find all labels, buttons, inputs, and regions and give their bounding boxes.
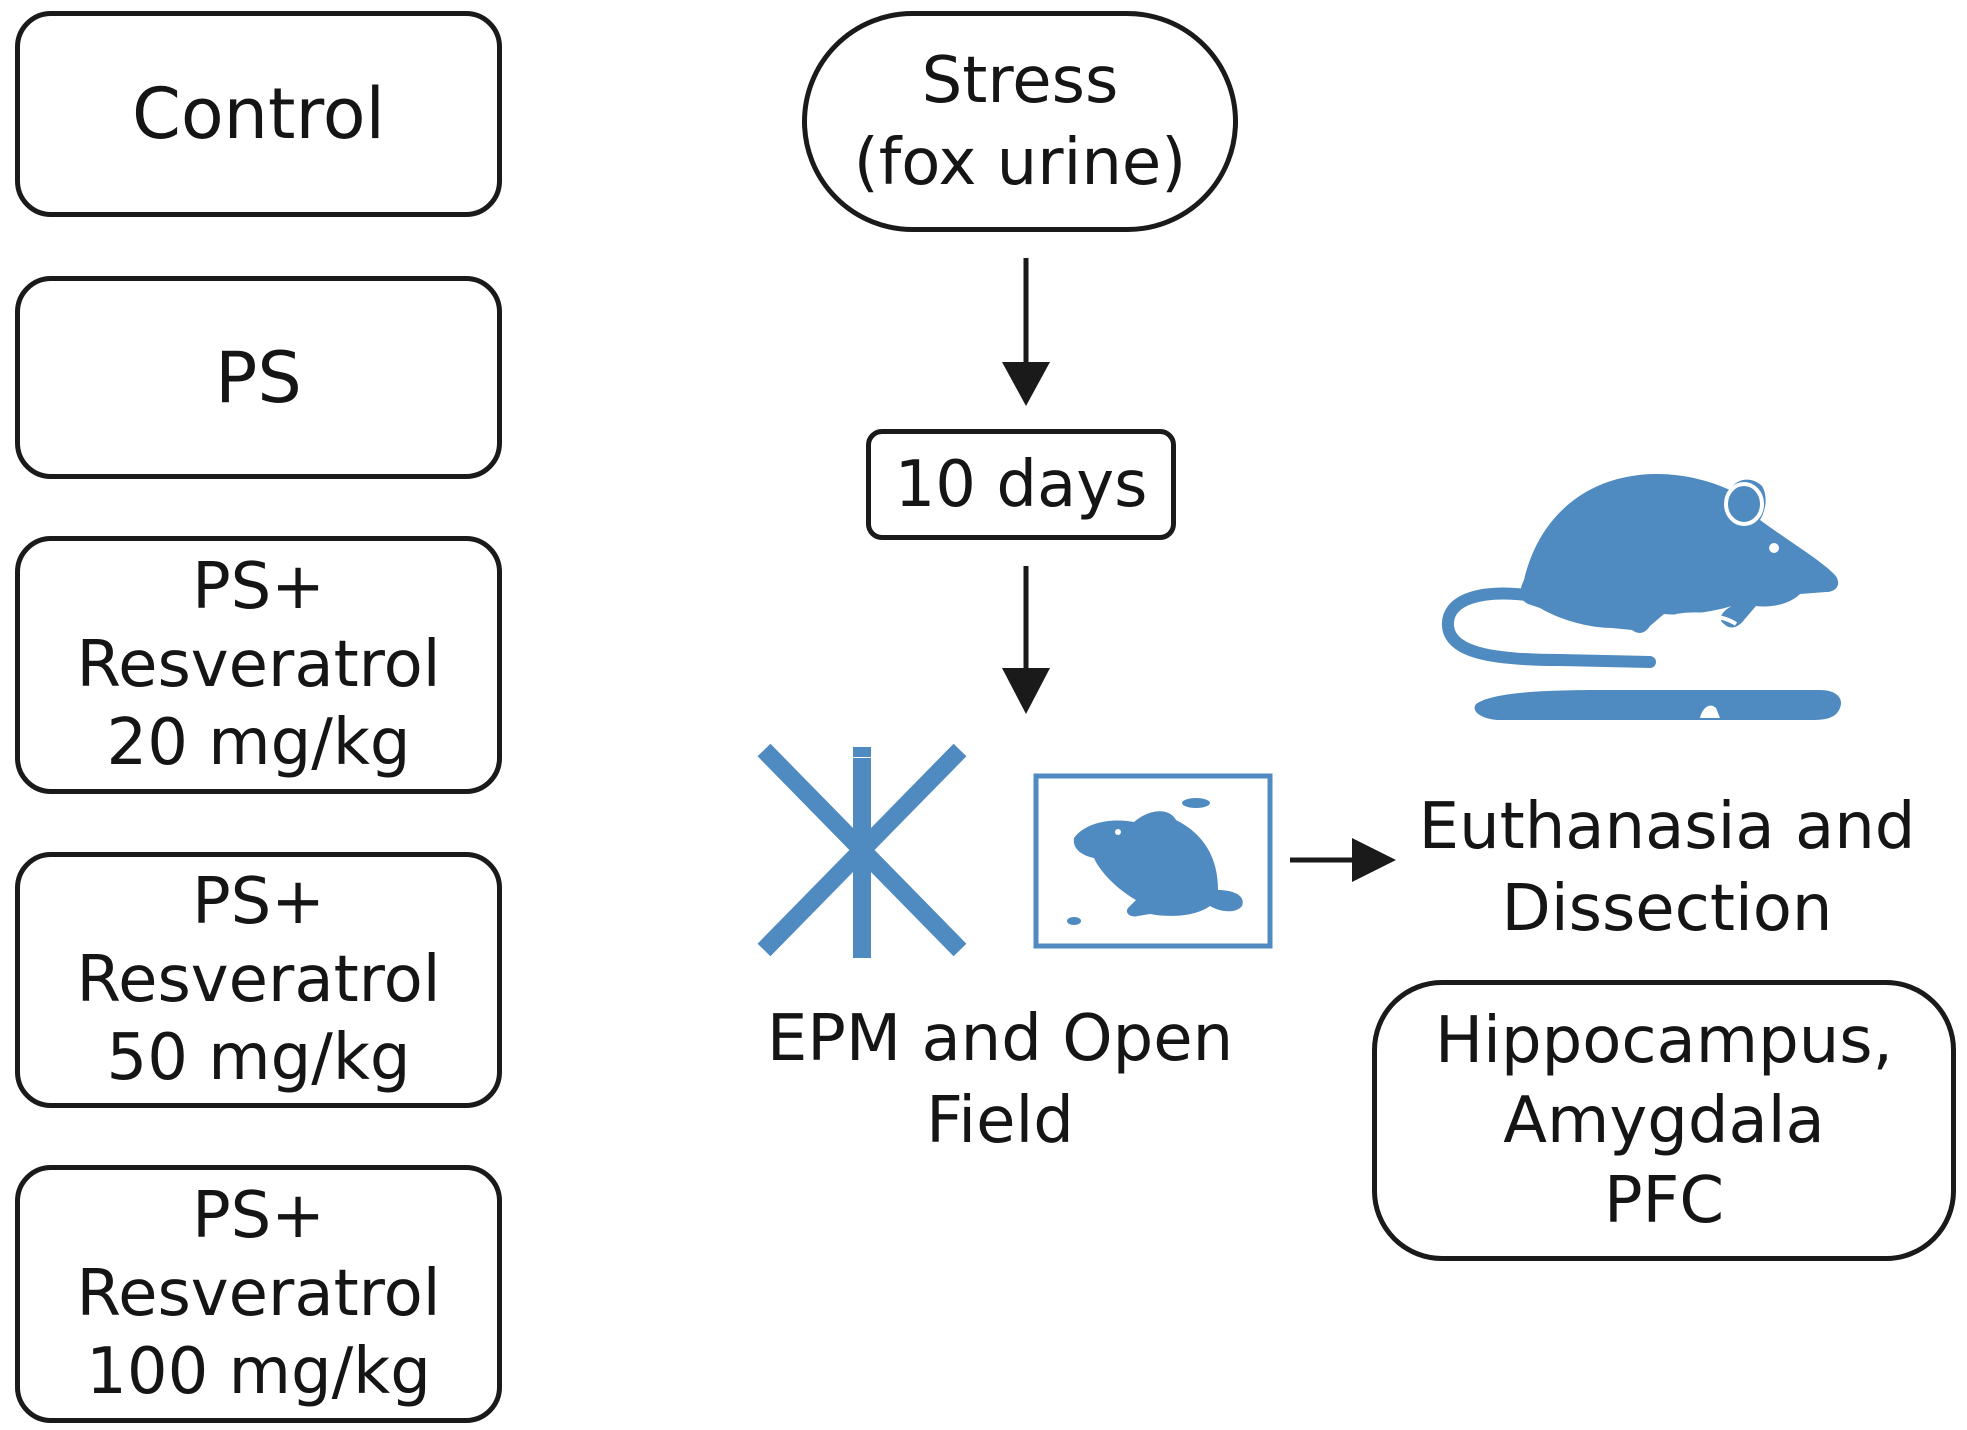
group-box-ps-res-20: PS+ Resveratrol 20 mg/kg [15,536,502,794]
group-box-control: Control [15,11,502,217]
brain-regions-label: Hippocampus, Amygdala PFC [1435,1003,1893,1238]
mouse-silhouette-icon [1442,473,1839,668]
brain-regions-box: Hippocampus, Amygdala PFC [1372,980,1956,1261]
group-label-ps-res-100: PS+ Resveratrol 100 mg/kg [76,1179,441,1409]
group-label-ps-res-50: PS+ Resveratrol 50 mg/kg [76,865,441,1095]
group-box-ps-res-100: PS+ Resveratrol 100 mg/kg [15,1165,502,1423]
stress-box: Stress (fox urine) [802,11,1238,232]
group-box-ps: PS [15,276,502,479]
dissection-knife-icon [1474,690,1842,720]
arrow-down-icon [1002,566,1050,714]
tests-caption: EPM and Open Field [766,1002,1234,1158]
elevated-plus-maze-icon [757,743,967,958]
arrow-down-icon [1002,258,1050,406]
endpoint-caption: Euthanasia and Dissection [1418,790,1916,946]
group-label-ps-res-20: PS+ Resveratrol 20 mg/kg [76,550,441,780]
group-box-ps-res-50: PS+ Resveratrol 50 mg/kg [15,852,502,1108]
group-label-ps: PS [215,336,302,419]
duration-label: 10 days [894,447,1148,522]
duration-box: 10 days [866,429,1176,540]
arrow-right-icon [1290,838,1396,882]
stress-label: Stress (fox urine) [853,43,1187,200]
group-label-control: Control [131,73,386,155]
open-field-mouse-icon [1033,773,1273,949]
